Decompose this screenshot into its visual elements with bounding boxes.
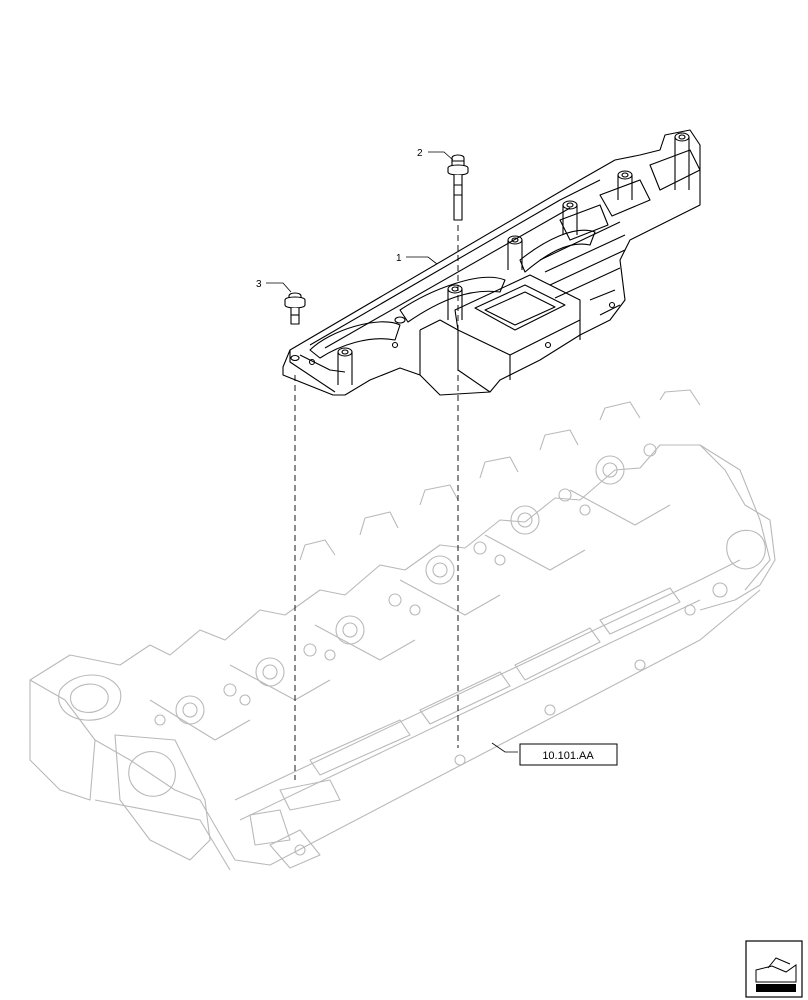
manifold-bolt-bosses	[290, 132, 690, 362]
callout-leaders	[266, 151, 518, 753]
bolt-short	[284, 292, 306, 325]
bolt-long	[447, 154, 469, 221]
page-turn-icon[interactable]	[745, 940, 803, 998]
intake-manifold	[282, 129, 701, 396]
callout-1: 1	[396, 253, 402, 264]
alignment-lines	[294, 225, 459, 780]
reference-label: 10.101.AA	[542, 750, 594, 762]
callout-3: 3	[256, 279, 262, 290]
cylinder-head	[29, 389, 776, 871]
callout-2: 2	[417, 148, 423, 159]
cylinder-ports	[154, 443, 657, 726]
reference-box[interactable]: 10.101.AA	[519, 743, 618, 766]
